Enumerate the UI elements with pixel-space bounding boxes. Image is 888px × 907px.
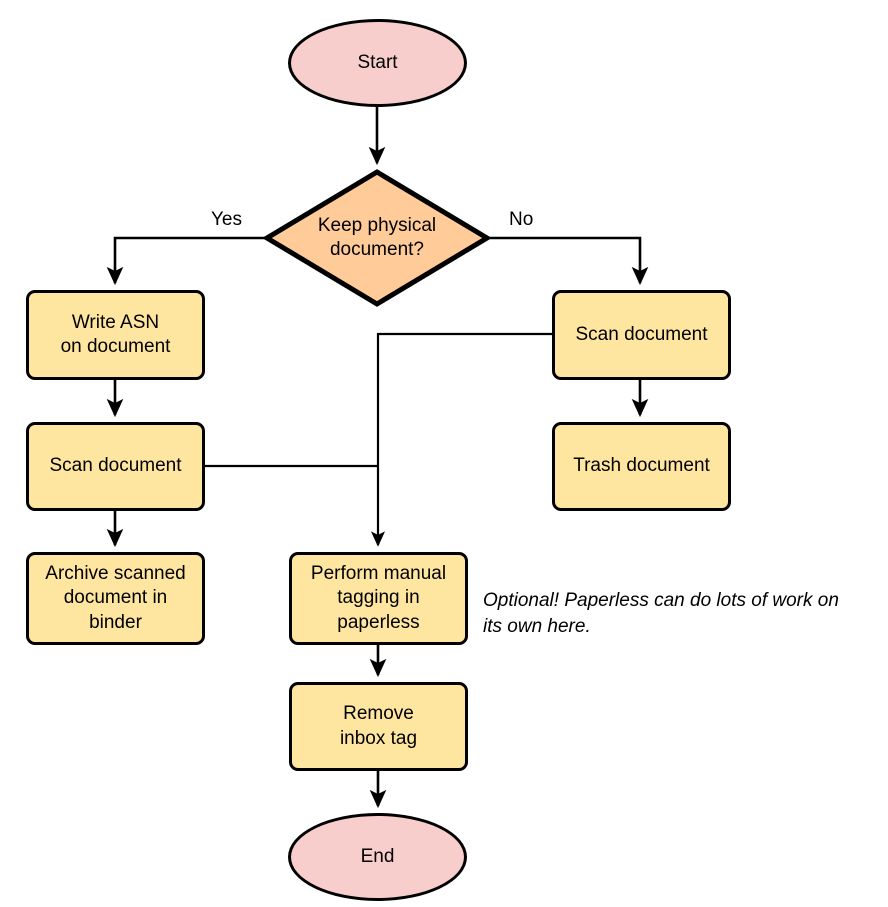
node-decision-label: Keep physical document? — [317, 214, 437, 260]
node-scan-document-left[interactable]: Scan document — [26, 422, 205, 511]
edge-decision-no-to-scan-right — [490, 236, 649, 286]
edge-decision-yes-to-write-asn — [106, 236, 265, 286]
node-decision-keep-physical-document[interactable]: Keep physical document? — [264, 169, 490, 307]
annotation-optional-note: Optional! Paperless can do lots of work … — [483, 590, 839, 637]
node-start-label: Start — [357, 51, 398, 73]
node-scan-document-right-label: Scan document — [575, 323, 708, 345]
edge-label-no: No — [509, 209, 534, 230]
node-scan-document-right[interactable]: Scan document — [552, 290, 731, 380]
node-write-asn-on-document[interactable]: Write ASN on document — [26, 290, 205, 380]
node-end[interactable]: End — [288, 813, 467, 901]
node-archive-scanned-document-in-binder[interactable]: Archive scanned document in binder — [26, 552, 205, 645]
edge-label-yes: Yes — [211, 209, 242, 230]
node-write-asn-label: Write ASN on document — [60, 311, 171, 357]
node-scan-document-left-label: Scan document — [49, 455, 182, 477]
node-end-label: End — [360, 845, 395, 867]
node-archive-binder-label: Archive scanned document in binder — [45, 563, 186, 633]
node-start[interactable]: Start — [288, 19, 467, 107]
node-manual-tagging-label: Perform manual tagging in paperless — [310, 563, 447, 633]
diamond-shape — [264, 169, 490, 307]
node-trash-document[interactable]: Trash document — [552, 422, 731, 511]
node-remove-inbox-tag-label: Remove inbox tag — [339, 703, 418, 749]
node-remove-inbox-tag[interactable]: Remove inbox tag — [289, 682, 468, 771]
edge-scan-right-to-manual-tagging — [370, 332, 552, 547]
node-trash-document-label: Trash document — [573, 455, 710, 477]
node-perform-manual-tagging-in-paperless[interactable]: Perform manual tagging in paperless — [289, 552, 468, 645]
